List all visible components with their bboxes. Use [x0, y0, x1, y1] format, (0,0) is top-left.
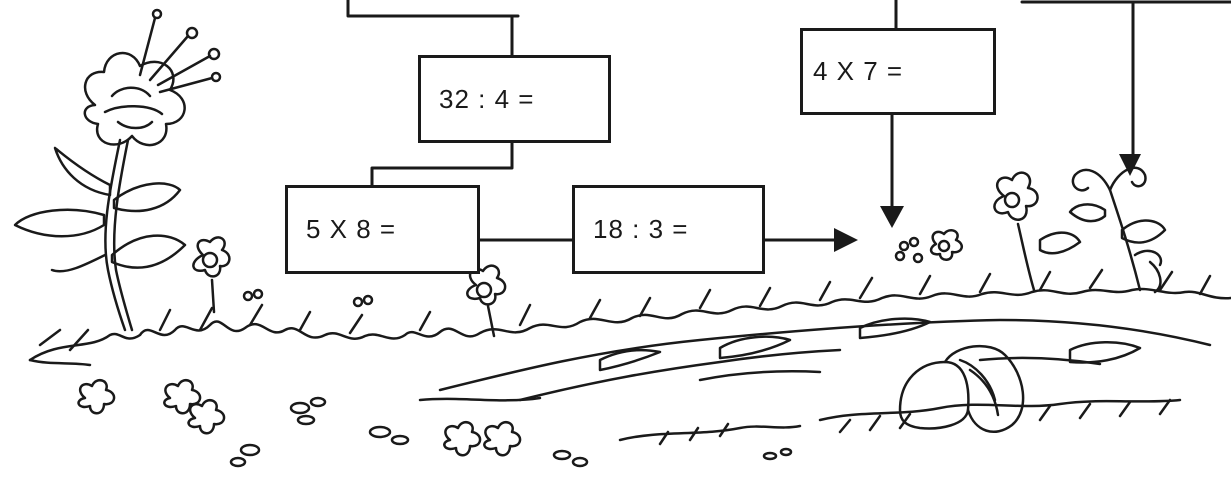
rock-icon — [943, 344, 1025, 434]
exercise-expression: 5 X 8 = — [306, 214, 397, 244]
flower-icon — [13, 8, 222, 332]
arrow-heads — [834, 154, 1141, 252]
exercise-box-4-times-7: 4 X 7 = — [800, 28, 996, 115]
exercise-expression: 18 : 3 = — [593, 214, 689, 244]
ground-pebbles — [77, 378, 1182, 468]
small-flower-icon — [993, 171, 1082, 292]
arrow-down-icon — [1119, 154, 1141, 176]
small-flower-icon — [466, 264, 507, 338]
exercise-box-5-times-8: 5 X 8 = — [285, 185, 480, 274]
vine-icon — [1068, 166, 1167, 294]
exercise-box-32-div-4: 32 : 4 = — [418, 55, 611, 143]
small-flower-icon — [894, 229, 964, 264]
exercise-box-18-div-3: 18 : 3 = — [572, 185, 765, 274]
arrow-down-icon — [880, 206, 904, 228]
exercise-expression: 4 X 7 = — [813, 56, 904, 86]
pond-illustration — [438, 317, 1212, 434]
exercise-expression: 32 : 4 = — [439, 83, 535, 114]
arrow-right-icon — [834, 228, 858, 252]
connector-lines — [346, 0, 1231, 242]
small-flower-icon — [192, 236, 374, 314]
grass-line — [28, 268, 1231, 367]
rock-icon — [898, 360, 970, 430]
